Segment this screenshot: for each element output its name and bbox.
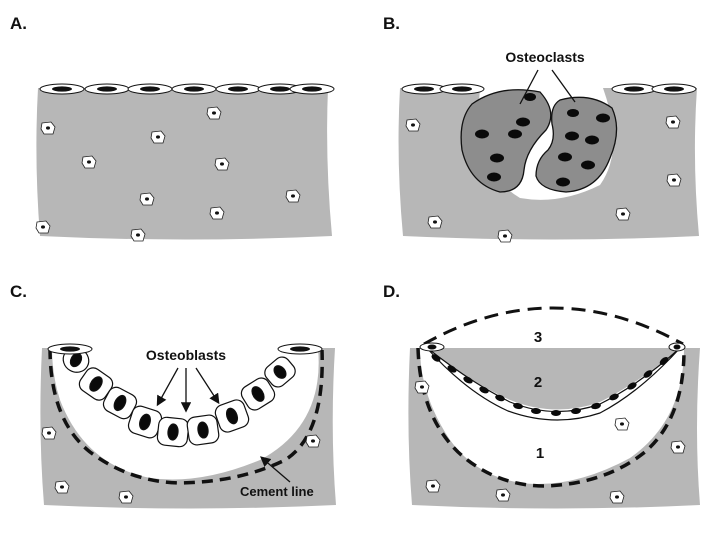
panel-d: 1 2 3 — [408, 308, 700, 509]
region-3-label: 3 — [534, 329, 542, 346]
bone-block — [36, 88, 332, 240]
region-2-label: 2 — [534, 374, 542, 391]
lining-cell-right — [278, 344, 322, 354]
cement-line-label: Cement line — [240, 484, 314, 499]
panel-b: Osteoclasts — [399, 49, 699, 242]
region-1-label: 1 — [536, 445, 544, 462]
osteoblasts-label: Osteoblasts — [146, 347, 226, 363]
lining-cell-left — [48, 344, 92, 354]
osteoclasts-label: Osteoclasts — [505, 49, 585, 65]
panel-a — [36, 84, 334, 241]
panel-c: Osteoblasts Cement line — [40, 343, 336, 508]
original-surface-line — [424, 308, 683, 344]
